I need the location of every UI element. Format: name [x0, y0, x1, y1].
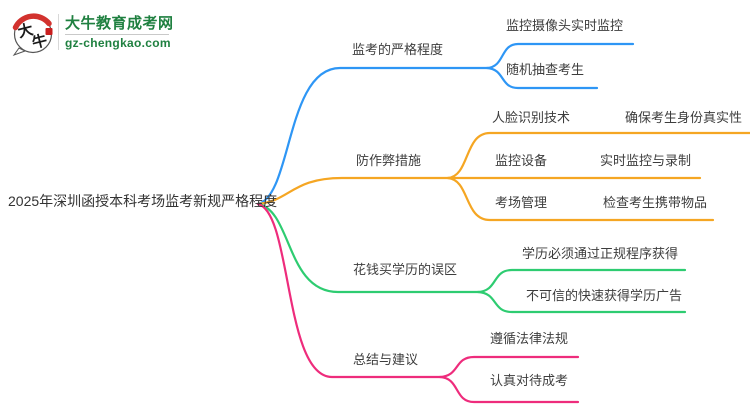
branch2-child3-line — [446, 176, 715, 222]
branch2-child1-line — [446, 131, 750, 180]
logo-char-1: 大 — [16, 20, 35, 41]
branch1-child2-line — [485, 66, 599, 90]
branch2-main-line — [256, 176, 450, 206]
branch1-child2-node[interactable]: 随机抽查考生 — [506, 62, 585, 77]
logo-char-2: 牛 — [30, 31, 49, 52]
branch4-child2-line — [438, 375, 580, 404]
logo-bull-icon: 大 牛 — [10, 8, 56, 57]
branch3-main-line — [256, 202, 480, 294]
branch3-node[interactable]: 花钱买学历的误区 — [353, 262, 458, 277]
branch4-node[interactable]: 总结与建议 — [353, 352, 419, 367]
branch2-child3-sub-node[interactable]: 检查考生携带物品 — [603, 195, 708, 210]
root-node[interactable]: 2025年深圳函授本科考场监考新规严格程度 — [8, 193, 278, 209]
branch1-node[interactable]: 监考的严格程度 — [352, 42, 444, 57]
branch1-main-line — [256, 66, 489, 206]
logo-divider — [58, 14, 59, 50]
branch2-child1-sub-node[interactable]: 确保考生身份真实性 — [625, 110, 743, 125]
branch4-main-line — [256, 202, 442, 379]
branch2-child2-node[interactable]: 监控设备 — [495, 153, 548, 168]
branch2-child1-node[interactable]: 人脸识别技术 — [492, 110, 571, 125]
branch4-child2-node[interactable]: 认真对待成考 — [490, 373, 569, 388]
logo-separator-line — [65, 34, 169, 35]
branch2-node[interactable]: 防作弊措施 — [356, 153, 422, 168]
branch2-child2-sub-node[interactable]: 实时监控与录制 — [600, 153, 692, 168]
branch3-child1-line — [476, 268, 687, 294]
branch3-child2-node[interactable]: 不可信的快速获得学历广告 — [526, 288, 683, 303]
branch4-child1-node[interactable]: 遵循法律法规 — [490, 331, 569, 346]
site-name: 大牛教育成考网 — [65, 15, 174, 32]
branch3-child1-node[interactable]: 学历必须通过正规程序获得 — [522, 246, 679, 261]
branch2-child3-node[interactable]: 考场管理 — [495, 195, 548, 210]
site-logo: 大 牛 大牛教育成考网 gz-chengkao.com — [10, 8, 174, 57]
branch4-child1-line — [438, 355, 580, 379]
branch1-child1-line — [485, 42, 635, 70]
branch1-child1-node[interactable]: 监控摄像头实时监控 — [506, 18, 624, 33]
site-url: gz-chengkao.com — [65, 36, 171, 50]
branch3-child2-line — [476, 290, 687, 314]
